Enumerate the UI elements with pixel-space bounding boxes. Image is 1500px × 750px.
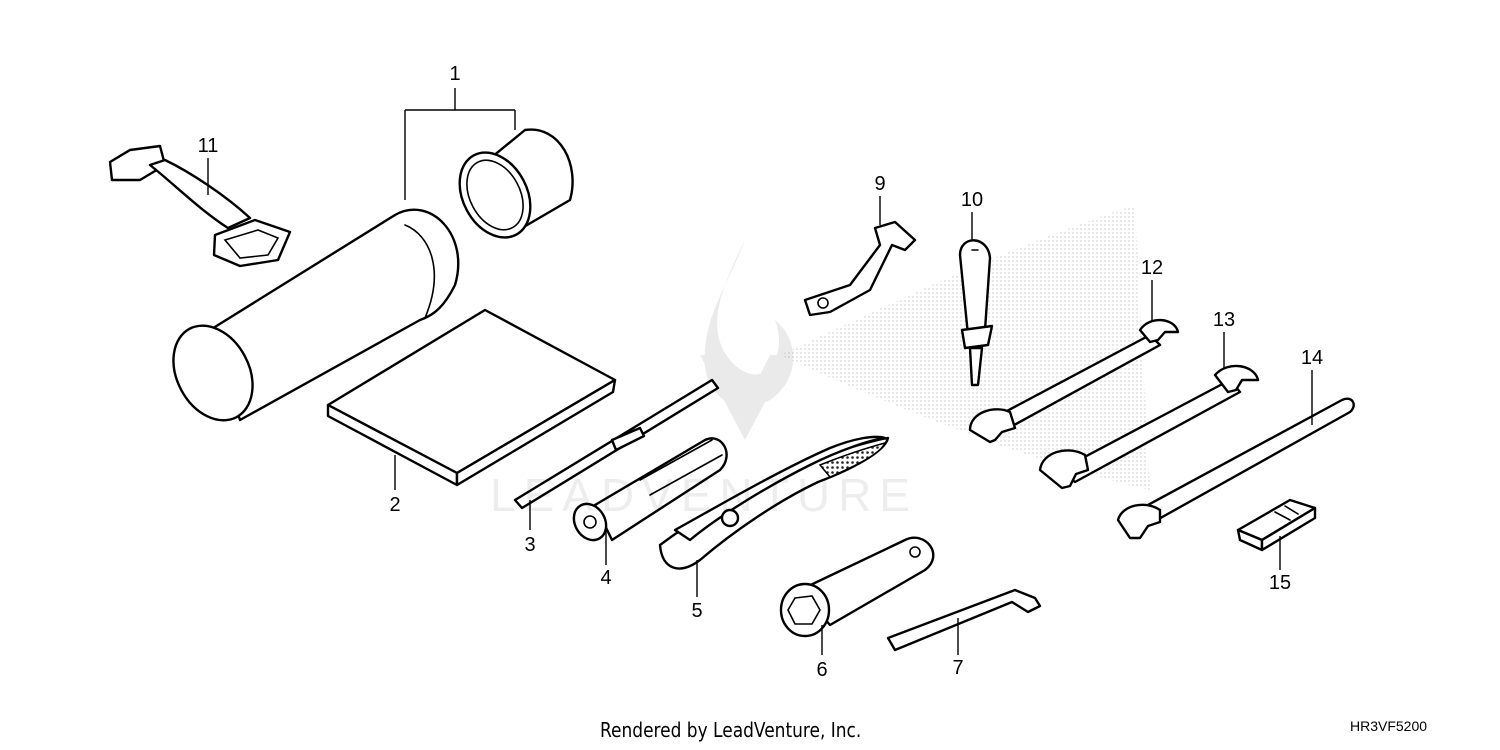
part-13-wrench[interactable] bbox=[1038, 364, 1260, 490]
callout-7: 7 bbox=[952, 657, 964, 679]
part-6-plug-wrench[interactable] bbox=[779, 536, 935, 638]
footer-credit: Rendered by LeadVenture, Inc. bbox=[600, 718, 862, 742]
leader-lines bbox=[207, 88, 1313, 655]
callout-10: 10 bbox=[960, 189, 984, 211]
callout-1: 1 bbox=[449, 63, 461, 85]
callout-6: 6 bbox=[816, 659, 828, 681]
part-4-screwdriver-handle[interactable] bbox=[568, 437, 728, 546]
part-3-screwdriver-bit[interactable] bbox=[513, 378, 720, 510]
callout-5: 5 bbox=[691, 600, 703, 622]
callout-12: 12 bbox=[1140, 257, 1164, 279]
part-14-bar-wrench[interactable] bbox=[1116, 397, 1355, 540]
part-1-tool-tube[interactable] bbox=[158, 208, 460, 434]
callout-3: 3 bbox=[524, 534, 536, 556]
leadventure-flame-logo-icon bbox=[700, 240, 794, 440]
part-1-tube-cap[interactable] bbox=[446, 128, 574, 250]
watermark-text: LEADVENTURE bbox=[490, 469, 918, 521]
callout-9: 9 bbox=[874, 173, 886, 195]
part-7-hex-wrench[interactable] bbox=[886, 588, 1042, 652]
part-12-wrench[interactable] bbox=[968, 318, 1180, 444]
callout-2: 2 bbox=[389, 494, 401, 516]
diagram-code: HR3VF5200 bbox=[1350, 718, 1428, 734]
part-9-offset-wrench[interactable] bbox=[803, 220, 917, 317]
part-2-owners-manual[interactable] bbox=[326, 308, 617, 487]
callout-15: 15 bbox=[1268, 572, 1292, 594]
callout-4: 4 bbox=[600, 567, 612, 589]
callout-14: 14 bbox=[1300, 347, 1324, 369]
callout-11: 11 bbox=[197, 135, 219, 157]
callout-13: 13 bbox=[1212, 309, 1236, 331]
part-11-strap[interactable] bbox=[108, 144, 292, 268]
part-10-screwdriver[interactable] bbox=[958, 239, 994, 387]
part-15-fuse-puller[interactable] bbox=[1236, 498, 1317, 552]
part-5-pliers[interactable] bbox=[658, 435, 890, 570]
